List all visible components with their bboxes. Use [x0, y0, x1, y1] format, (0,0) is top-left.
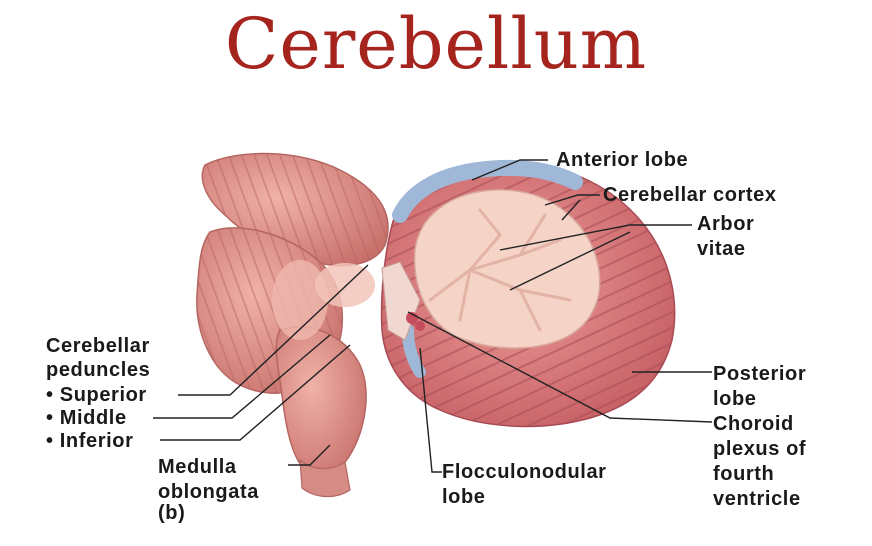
label-peduncle-superior: • Superior — [46, 384, 147, 406]
label-choroid-line1: Choroid — [713, 413, 794, 435]
leader-cerebellar-cortex-a — [544, 194, 600, 206]
leader-anterior-lobe — [471, 159, 548, 181]
leader-superior — [178, 264, 369, 396]
leader-middle — [153, 334, 331, 419]
leader-lines — [153, 159, 713, 473]
label-medulla-line2: oblongata — [158, 481, 259, 503]
cerebellum-body — [380, 159, 676, 428]
label-choroid-line2: plexus of — [713, 438, 807, 460]
page-title: Cerebellum — [224, 3, 648, 85]
leader-flocculonodular — [419, 347, 442, 473]
label-peduncle-middle: • Middle — [46, 407, 127, 429]
brainstem — [196, 152, 389, 498]
label-arbor-vitae-line2: vitae — [697, 238, 746, 260]
label-cerebellar-cortex: Cerebellar cortex — [603, 184, 777, 206]
label-arbor-vitae-line1: Arbor — [697, 213, 755, 235]
label-anterior-lobe: Anterior lobe — [556, 149, 689, 171]
label-posterior-lobe-line2: lobe — [713, 388, 757, 410]
figure-tag: (b) — [158, 502, 186, 524]
label-medulla-line1: Medulla — [158, 456, 237, 478]
label-cerebellar-peduncles-line2: peduncles — [46, 359, 151, 381]
leader-choroid-plexus — [407, 311, 713, 423]
label-cerebellar-peduncles-line1: Cerebellar — [46, 335, 150, 357]
leader-medulla — [288, 444, 331, 466]
leader-arbor-vitae-a — [499, 224, 692, 251]
label-flocculonodular-line1: Flocculonodular — [442, 461, 607, 483]
leader-cerebellar-cortex-b — [561, 199, 581, 221]
label-choroid-line4: ventricle — [713, 488, 801, 510]
label-posterior-lobe-line1: Posterior — [713, 363, 807, 385]
label-choroid-line3: fourth — [713, 463, 775, 485]
label-flocculonodular-line2: lobe — [442, 486, 486, 508]
leader-arbor-vitae-b — [509, 231, 631, 291]
leader-inferior — [160, 344, 351, 441]
label-peduncle-inferior: • Inferior — [46, 430, 134, 452]
